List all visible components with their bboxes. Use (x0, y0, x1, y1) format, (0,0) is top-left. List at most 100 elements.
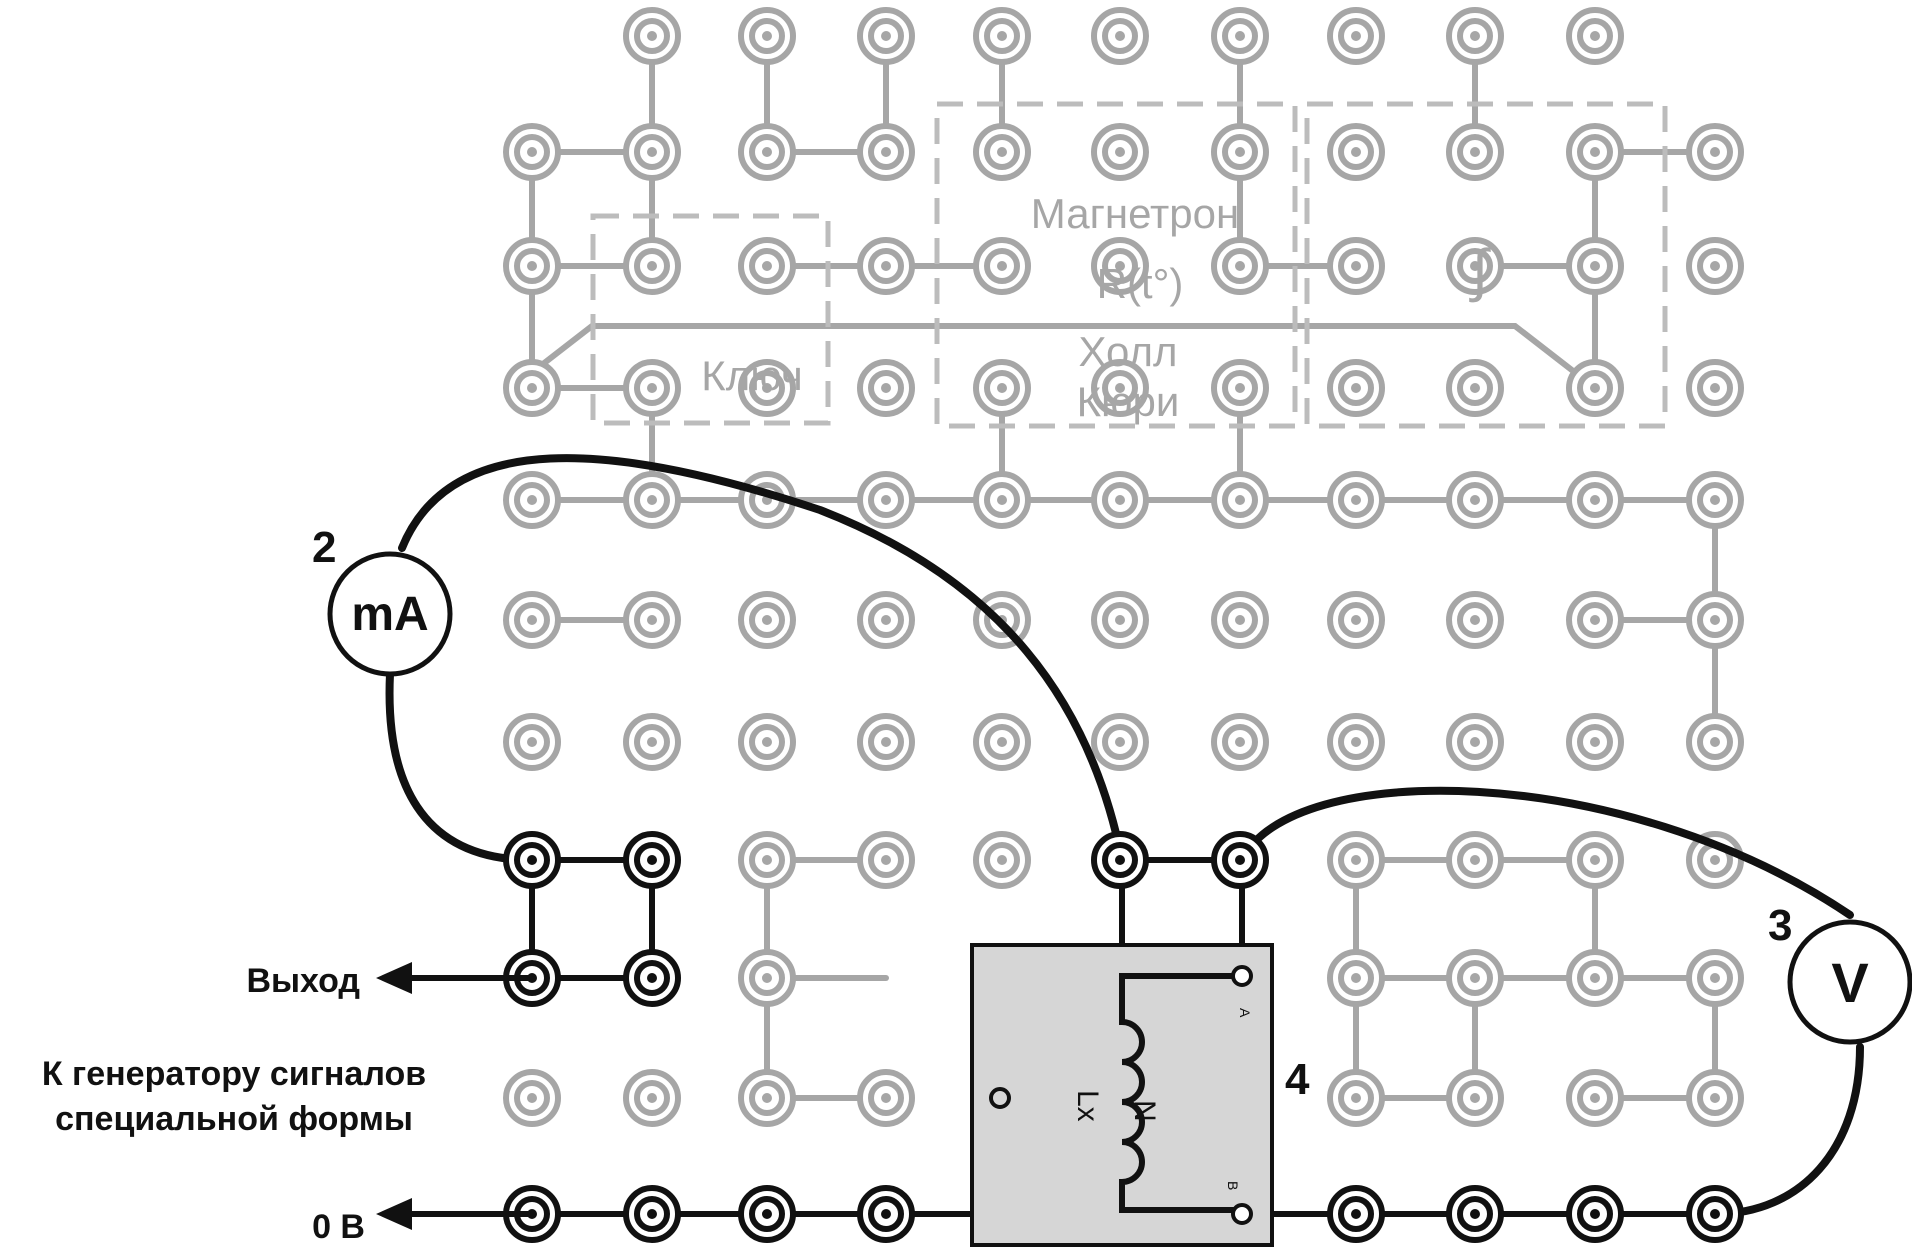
breadboard-socket (738, 831, 796, 889)
socket-ring (1710, 383, 1720, 393)
socket-ring (1710, 261, 1720, 271)
socket-ring (1235, 615, 1245, 625)
socket-ring (1590, 855, 1600, 865)
socket-ring (647, 1209, 657, 1219)
socket-ring (1470, 261, 1480, 271)
breadboard-socket (857, 7, 915, 65)
socket-ring (997, 31, 1007, 41)
breadboard-socket (503, 123, 561, 181)
breadboard-socket (1446, 713, 1504, 771)
socket-ring (1470, 495, 1480, 505)
socket-ring (647, 147, 657, 157)
region-labels: Магнетрон R(t°) ∫ Ключ Холл Кюри (701, 190, 1491, 425)
breadboard-socket (738, 949, 796, 1007)
breadboard-socket (1446, 7, 1504, 65)
socket-ring (881, 1209, 891, 1219)
breadboard-socket (857, 713, 915, 771)
breadboard-bus-trace (509, 323, 1598, 391)
socket-ring (1590, 615, 1600, 625)
socket-ring (1590, 1093, 1600, 1103)
breadboard-socket (1327, 591, 1385, 649)
breadboard-socket (738, 7, 796, 65)
breadboard-socket (1211, 359, 1269, 417)
hall-label: Холл (1079, 328, 1178, 375)
socket-ring (1710, 737, 1720, 747)
socket-ring (881, 737, 891, 747)
socket-ring (881, 383, 891, 393)
breadboard-socket (857, 237, 915, 295)
socket-ring (762, 383, 772, 393)
socket-ring (527, 737, 537, 747)
socket-ring (1235, 31, 1245, 41)
active-socket (1686, 1185, 1744, 1243)
active-socket (623, 831, 681, 889)
active-socket (1446, 1185, 1504, 1243)
breadboard-socket (1566, 237, 1624, 295)
active-socket (1327, 1185, 1385, 1243)
breadboard-socket (1566, 7, 1624, 65)
milliammeter-number: 2 (312, 523, 336, 572)
socket-ring (1351, 973, 1361, 983)
inductor-component: A B N Lx 4 (970, 943, 1310, 1247)
socket-ring (1351, 615, 1361, 625)
breadboard-socket (1091, 123, 1149, 181)
breadboard-socket (1566, 359, 1624, 417)
generator-label-line2: специальной формы (55, 1100, 413, 1138)
socket-ring (1590, 1209, 1600, 1219)
output-arrow-head (376, 962, 412, 994)
socket-ring (1235, 261, 1245, 271)
socket-ring (1710, 973, 1720, 983)
socket-ring (1115, 383, 1125, 393)
socket-ring (881, 495, 891, 505)
output-label: Выход (246, 962, 360, 1000)
socket-ring (762, 615, 772, 625)
socket-ring (527, 147, 537, 157)
socket-ring (527, 261, 537, 271)
socket-ring (1351, 737, 1361, 747)
breadboard-socket (738, 237, 796, 295)
breadboard-socket (1211, 123, 1269, 181)
key-module-outline (590, 213, 831, 426)
socket-ring (1235, 383, 1245, 393)
breadboard-sockets (503, 7, 1744, 1243)
voltmeter-symbol: V (1831, 951, 1868, 1014)
breadboard-socket (973, 7, 1031, 65)
breadboard-socket (1327, 123, 1385, 181)
side-labels: Выход К генератору сигналов специальной … (42, 962, 532, 1246)
breadboard-socket (1686, 359, 1744, 417)
active-socket (503, 831, 561, 889)
breadboard-socket (503, 591, 561, 649)
socket-ring (1470, 737, 1480, 747)
socket-ring (1470, 615, 1480, 625)
socket-ring (1470, 147, 1480, 157)
breadboard-socket (503, 471, 561, 529)
breadboard-socket (623, 591, 681, 649)
socket-ring (1470, 31, 1480, 41)
socket-ring (1351, 495, 1361, 505)
socket-ring (527, 1093, 537, 1103)
breadboard-socket (1211, 237, 1269, 295)
zero-label: 0 В (312, 1208, 365, 1246)
breadboard-socket (1211, 591, 1269, 649)
socket-ring (762, 1093, 772, 1103)
voltmeter-number: 3 (1768, 901, 1792, 950)
lead-ammeter-bottom (385, 670, 536, 864)
socket-ring (1710, 147, 1720, 157)
socket-ring (527, 383, 537, 393)
active-socket (857, 1185, 915, 1243)
breadboard-socket (503, 237, 561, 295)
breadboard-socket (1446, 831, 1504, 889)
socket-ring (762, 855, 772, 865)
breadboard-socket (503, 359, 561, 417)
socket-ring (1710, 615, 1720, 625)
integrator-module-outline (1304, 101, 1668, 429)
socket-ring (762, 973, 772, 983)
socket-ring (1351, 855, 1361, 865)
breadboard-socket (1211, 713, 1269, 771)
socket-ring (647, 615, 657, 625)
active-socket (623, 949, 681, 1007)
socket-ring (527, 615, 537, 625)
breadboard-socket (503, 713, 561, 771)
component-mount-hole (989, 1087, 1011, 1109)
breadboard-socket (738, 123, 796, 181)
